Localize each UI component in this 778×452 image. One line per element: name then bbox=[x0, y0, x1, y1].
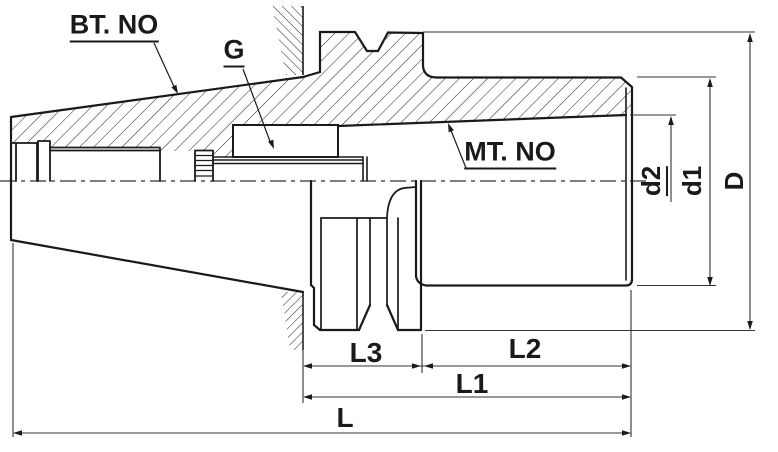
dim-label-L1: L1 bbox=[455, 368, 489, 399]
extension-lines bbox=[12, 31, 755, 437]
section-hatching bbox=[11, 32, 632, 157]
callout-thread: G bbox=[223, 36, 245, 68]
dim-label-d2: d2 bbox=[636, 165, 668, 197]
taper-shank-outline bbox=[9, 75, 305, 294]
dim-label-L: L bbox=[336, 402, 354, 433]
spindle-wall-hatch bbox=[272, 6, 304, 350]
flange-outline bbox=[301, 30, 439, 332]
arrowheads bbox=[13, 33, 753, 436]
dimension-lines bbox=[14, 35, 751, 434]
bore-lines bbox=[10, 113, 628, 182]
dim-label-D: D bbox=[719, 171, 749, 191]
callout-shank-taper: BT. NO bbox=[69, 11, 159, 43]
dim-label-L3: L3 bbox=[349, 337, 383, 368]
body-outline bbox=[414, 76, 634, 287]
flange-groove-lines bbox=[320, 186, 417, 331]
leader-lines bbox=[153, 42, 467, 169]
callout-taper-bore: MT. NO bbox=[464, 138, 556, 170]
dim-label-L2: L2 bbox=[508, 333, 542, 364]
dim-label-d1: d1 bbox=[677, 165, 707, 197]
